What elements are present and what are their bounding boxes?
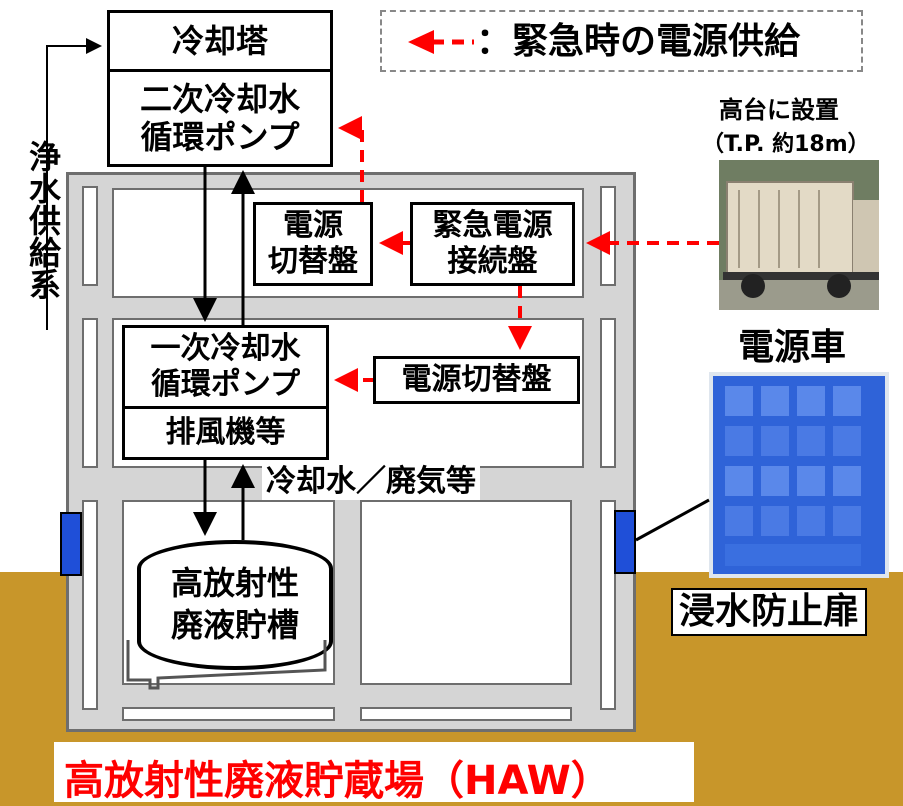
flood-door-photo — [709, 372, 889, 578]
water-supply-line — [46, 38, 102, 330]
emergency-line-secondary-pump — [338, 116, 364, 202]
power-vehicle-label: 電源車 — [738, 327, 847, 368]
facility-title-box — [54, 742, 694, 802]
legend-text: ：緊急時の電源供給 — [476, 21, 801, 62]
pillar — [600, 500, 616, 710]
floor-slot — [360, 707, 572, 721]
high-level-waste-tank: 高放射性 廃液貯槽 — [137, 540, 333, 670]
water-supply-label: 浄水供給系 — [24, 140, 62, 300]
flood-door-label: 浸水防止扉 — [671, 588, 868, 636]
flood-door-pointer — [635, 498, 710, 542]
power-vehicle-location: 高台に設置 — [719, 96, 839, 124]
flood-door-right — [614, 510, 636, 574]
facility-title: 高放射性廃液貯蔵場（HAW） — [64, 758, 611, 804]
secondary-cooling-pump: 二次冷却水 循環ポンプ — [107, 69, 333, 167]
pillar — [600, 318, 616, 468]
tank-drain-pipe — [126, 640, 327, 690]
room-lower-right — [360, 500, 572, 685]
power-vehicle-elevation: （T.P. 約18m） — [702, 132, 870, 157]
legend: ：緊急時の電源供給 — [380, 10, 863, 72]
legend-dashed-arrow-icon — [408, 30, 474, 54]
coolant-exhaust-label: 冷却水／廃気等 — [262, 464, 480, 500]
power-switchboard-upper: 電源 切替盤 — [253, 202, 373, 286]
cooling-tower: 冷却塔 — [107, 10, 333, 72]
pillar — [82, 500, 98, 710]
flood-door-left — [60, 512, 82, 576]
pillar — [82, 186, 98, 286]
exhaust-fan: 排風機等 — [122, 406, 329, 460]
power-switchboard-middle: 電源切替盤 — [373, 356, 580, 404]
floor-slot — [122, 707, 335, 721]
power-vehicle-photo — [719, 160, 879, 310]
flood-door-image — [709, 372, 889, 578]
emergency-power-connection-panel: 緊急電源 接続盤 — [410, 202, 575, 286]
pillar — [82, 318, 98, 468]
power-vehicle-image — [719, 160, 879, 310]
